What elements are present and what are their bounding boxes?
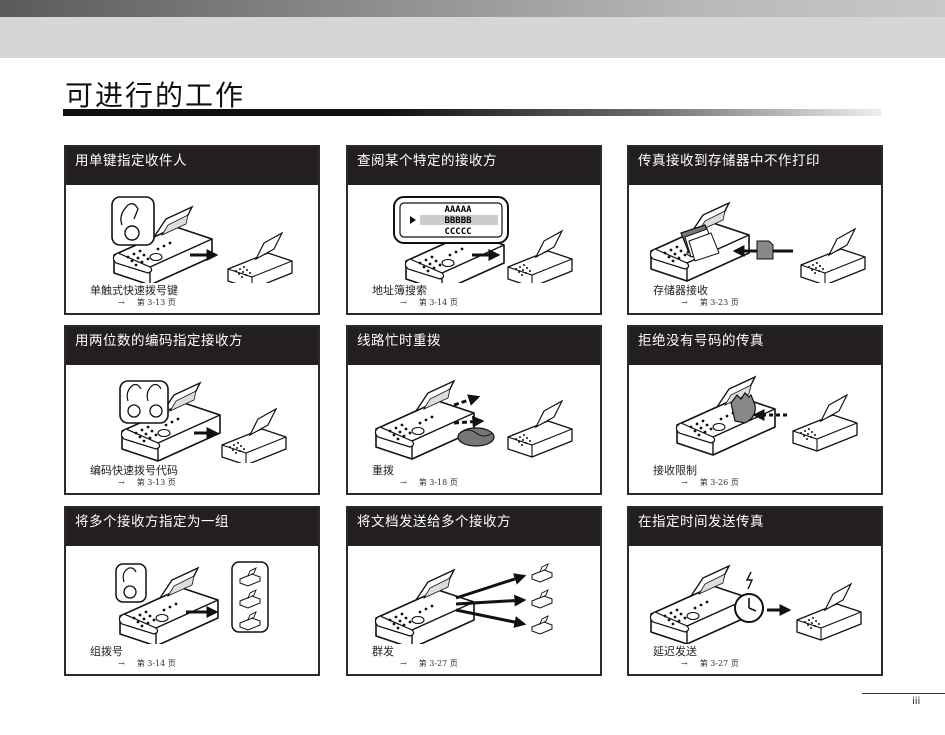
card-memory-receive: 传真接收到存储器中不作打印 存储器接收 → 第 3-23 页 — [627, 145, 883, 315]
feature-label: 组拨号 — [90, 645, 123, 658]
feature-label: 群发 — [372, 645, 394, 658]
page-title: 可进行的工作 — [65, 79, 246, 112]
card-title: 线路忙时重拨 — [348, 327, 600, 365]
card-title: 用两位数的编码指定接收方 — [66, 327, 318, 365]
card-title: 用单键指定收件人 — [66, 147, 318, 185]
ref-text: 第 3-14 页 — [136, 659, 176, 668]
recipient-fax-icon — [531, 615, 553, 635]
stop-hand-icon — [730, 392, 756, 424]
page-reference[interactable]: → 第 3-23 页 — [681, 297, 739, 308]
broadcast-arrow — [455, 608, 527, 628]
ref-text: 第 3-14 页 — [418, 298, 458, 307]
receiver-fax-icon — [221, 408, 287, 463]
handshake-icon — [457, 427, 495, 447]
feature-label: 单触式快速拨号键 — [90, 284, 178, 297]
feature-label: 地址簿搜索 — [372, 284, 427, 297]
receiver-fax-icon — [507, 400, 573, 458]
lightning-icon — [745, 571, 754, 590]
card-coded-dial: 用两位数的编码指定接收方 编码快速拨号代码 → 第 3-13 页 — [64, 325, 320, 495]
fax-machine-icon — [374, 380, 475, 460]
footer-rule — [862, 693, 945, 694]
ref-text: 第 3-13 页 — [136, 298, 176, 307]
card-title: 将多个接收方指定为一组 — [66, 508, 318, 546]
ref-arrow-icon: → — [400, 478, 407, 487]
finger-press-icon — [111, 196, 155, 246]
sender-fax-icon — [792, 394, 858, 452]
fax-machine-icon — [649, 565, 750, 644]
broadcast-illustration — [374, 563, 553, 644]
feature-label: 重拨 — [372, 464, 394, 477]
screen-line: CCCCC — [444, 227, 471, 237]
receiver-fax-icon — [796, 583, 862, 641]
recipient-fax-icon — [531, 589, 553, 609]
busy-arrow — [453, 394, 481, 407]
address-book-illustration: AAAAA BBBBB CCCCC — [393, 196, 573, 283]
feature-label: 接收限制 — [653, 464, 697, 477]
page-number: iii — [912, 696, 921, 707]
ref-arrow-icon: → — [118, 659, 125, 668]
card-group-dial: 将多个接收方指定为一组 组拨号 → 第 3-14 页 — [64, 506, 320, 676]
receiver-fax-icon — [227, 232, 293, 283]
card-title: 在指定时间发送传真 — [629, 508, 881, 546]
feature-label: 编码快速拨号代码 — [90, 464, 178, 477]
two-finger-press-icon — [119, 380, 169, 424]
ref-text: 第 3-27 页 — [699, 659, 739, 668]
ref-text: 第 3-13 页 — [136, 478, 176, 487]
ref-arrow-icon: → — [400, 659, 407, 668]
header-band — [0, 17, 945, 58]
card-one-touch-dial: 用单键指定收件人 单触式快速拨号键 → 第 3-13 页 — [64, 145, 320, 315]
sender-fax-icon — [800, 228, 866, 283]
screen-line: AAAAA — [444, 205, 472, 215]
coded-dial-illustration — [119, 380, 287, 463]
page-reference[interactable]: → 第 3-13 页 — [118, 477, 176, 488]
screen-line: BBBBB — [444, 216, 472, 226]
card-receive-restriction: 拒绝没有号码的传真 接收限制 → 第 3-26 页 — [627, 325, 883, 495]
delayed-send-illustration — [649, 565, 862, 644]
ref-arrow-icon: → — [400, 298, 407, 307]
page-reference[interactable]: → 第 3-13 页 — [118, 297, 176, 308]
feature-label: 存储器接收 — [653, 284, 708, 297]
page-reference[interactable]: → 第 3-27 页 — [400, 658, 458, 669]
ref-text: 第 3-23 页 — [699, 298, 739, 307]
page-reference[interactable]: → 第 3-26 页 — [681, 477, 739, 488]
ref-text: 第 3-27 页 — [418, 659, 458, 668]
top-gradient-bar — [0, 0, 945, 17]
receiver-fax-icon — [507, 230, 573, 283]
memory-receive-illustration — [649, 202, 866, 283]
group-dial-illustration — [115, 561, 269, 644]
card-redial: 线路忙时重拨 重拨 → 第 3-18 页 — [346, 325, 602, 495]
ref-arrow-icon: → — [681, 478, 688, 487]
recipient-fax-icon — [531, 563, 553, 583]
broadcast-arrow — [455, 573, 527, 600]
retry-arrow — [453, 415, 485, 428]
card-sequential-broadcast: 将文档发送给多个接收方 群发 → 第 3-27 页 — [346, 506, 602, 676]
card-title: 传真接收到存储器中不作打印 — [629, 147, 881, 185]
feature-label: 延迟发送 — [653, 645, 697, 658]
ref-arrow-icon: → — [118, 478, 125, 487]
page-reference[interactable]: → 第 3-27 页 — [681, 658, 739, 669]
ref-arrow-icon: → — [681, 659, 688, 668]
ref-arrow-icon: → — [118, 298, 125, 307]
card-title: 拒绝没有号码的传真 — [629, 327, 881, 365]
card-delayed-send: 在指定时间发送传真 延迟发送 → 第 3-27 页 — [627, 506, 883, 676]
page-reference[interactable]: → 第 3-14 页 — [400, 297, 458, 308]
fax-machine-icon — [675, 376, 776, 456]
card-title: 查阅某个特定的接收方 — [348, 147, 600, 185]
document-icon — [756, 240, 774, 260]
fax-machine-icon — [374, 569, 475, 644]
receive-restriction-illustration — [675, 376, 858, 456]
page-reference[interactable]: → 第 3-18 页 — [400, 477, 458, 488]
card-title: 将文档发送给多个接收方 — [348, 508, 600, 546]
redial-illustration — [374, 380, 573, 460]
ref-arrow-icon: → — [681, 298, 688, 307]
broadcast-arrow — [455, 594, 527, 607]
page-reference[interactable]: → 第 3-14 页 — [118, 658, 176, 669]
title-underline — [63, 109, 881, 116]
one-touch-dial-illustration — [111, 196, 293, 283]
card-address-book-search: 查阅某个特定的接收方 AAAAA BBBBB CCCCC 地址簿搜索 → 第 3-… — [346, 145, 602, 315]
ref-text: 第 3-26 页 — [699, 478, 739, 487]
ref-text: 第 3-18 页 — [418, 478, 458, 487]
